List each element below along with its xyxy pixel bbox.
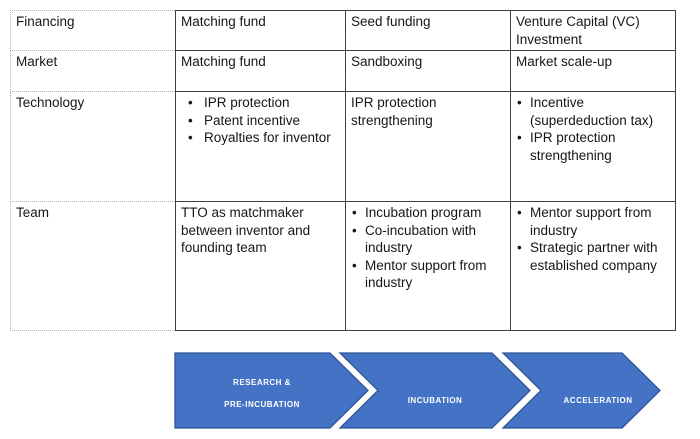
table-row-financing: Financing Matching fund Seed funding Ven… [10, 9, 676, 52]
cell-team-incubation: Incubation programCo-incubation with ind… [345, 201, 511, 332]
cell-team-research: TTO as matchmaker between inventor and f… [175, 201, 346, 332]
row-header-technology: Technology [10, 91, 176, 203]
table-row-technology: Technology IPR protectionPatent incentiv… [10, 91, 676, 203]
process-arrow-incubation: INCUBATION [338, 352, 531, 429]
arrow-label: INCUBATION [408, 396, 463, 405]
cell-technology-research: IPR protectionPatent incentiveRoyalties … [175, 91, 346, 203]
arrow-label: PRE-INCUBATION [224, 400, 300, 409]
bullet-item: IPR protection [181, 94, 339, 112]
bullet-item: Strategic partner with established compa… [516, 239, 669, 274]
process-arrow-acceleration: ACCELERATION [501, 352, 661, 429]
cell-team-acceleration: Mentor support from industryStrategic pa… [510, 201, 676, 332]
arrow-label: RESEARCH & [233, 378, 291, 387]
row-header-market: Market [10, 50, 176, 93]
cell-market-research: Matching fund [175, 50, 346, 93]
chevron-shape [501, 352, 661, 429]
process-arrow-research-pre-incubation: RESEARCH & PRE-INCUBATION [174, 352, 369, 429]
bullet-list: Incentive (superdeduction tax)IPR protec… [516, 94, 669, 164]
stage-matrix-table: Financing Matching fund Seed funding Ven… [10, 9, 676, 332]
chevron-shape [338, 352, 531, 429]
chevron-shape [174, 352, 369, 429]
bullet-item: Co-incubation with industry [351, 222, 504, 257]
bullet-item: Incubation program [351, 204, 504, 222]
cell-market-acceleration: Market scale-up [510, 50, 676, 93]
table-row-team: Team TTO as matchmaker between inventor … [10, 201, 676, 332]
arrow-label: ACCELERATION [564, 396, 633, 405]
bullet-item: Royalties for inventor [181, 129, 339, 147]
cell-technology-incubation: IPR protection strengthening [345, 91, 511, 203]
row-header-financing: Financing [10, 9, 176, 52]
bullet-item: Incentive (superdeduction tax) [516, 94, 669, 129]
bullet-list: Mentor support from industryStrategic pa… [516, 204, 669, 274]
cell-market-incubation: Sandboxing [345, 50, 511, 93]
bullet-item: Patent incentive [181, 112, 339, 130]
table-row-market: Market Matching fund Sandboxing Market s… [10, 50, 676, 93]
cell-financing-incubation: Seed funding [345, 9, 511, 52]
bullet-item: IPR protection strengthening [516, 129, 669, 164]
cell-financing-acceleration: Venture Capital (VC) Investment [510, 9, 676, 52]
row-header-team: Team [10, 201, 176, 332]
bullet-item: Mentor support from industry [516, 204, 669, 239]
cell-financing-research: Matching fund [175, 9, 346, 52]
stage-table: Financing Matching fund Seed funding Ven… [10, 9, 676, 332]
bullet-item: Mentor support from industry [351, 257, 504, 292]
cell-technology-acceleration: Incentive (superdeduction tax)IPR protec… [510, 91, 676, 203]
bullet-list: Incubation programCo-incubation with ind… [351, 204, 504, 292]
bullet-list: IPR protectionPatent incentiveRoyalties … [181, 94, 339, 147]
